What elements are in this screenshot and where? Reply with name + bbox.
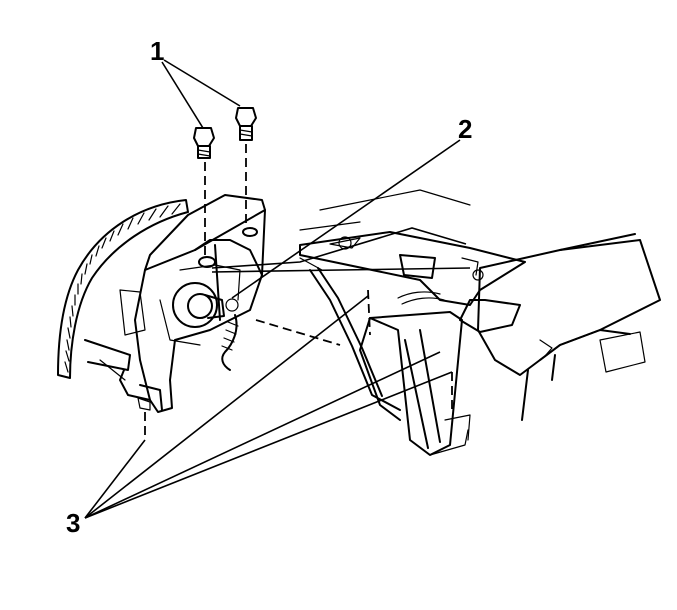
bracket-axis: [255, 319, 341, 346]
leaders-2: [211, 139, 471, 299]
bolt-left: [193, 127, 215, 159]
retainer-axis-center: [367, 289, 371, 336]
leaders-3: [84, 295, 453, 519]
headlamp-lens: [57, 199, 189, 381]
leaders-1: [161, 59, 241, 129]
headlamp-housing: [119, 194, 266, 413]
bolt-right: [235, 107, 257, 141]
callout-3-label: 3: [66, 508, 80, 538]
fender-panel: [477, 233, 661, 421]
radiator-support: [299, 189, 526, 456]
callout-1-label: 1: [150, 36, 164, 66]
callout-2-label: 2: [458, 114, 472, 144]
